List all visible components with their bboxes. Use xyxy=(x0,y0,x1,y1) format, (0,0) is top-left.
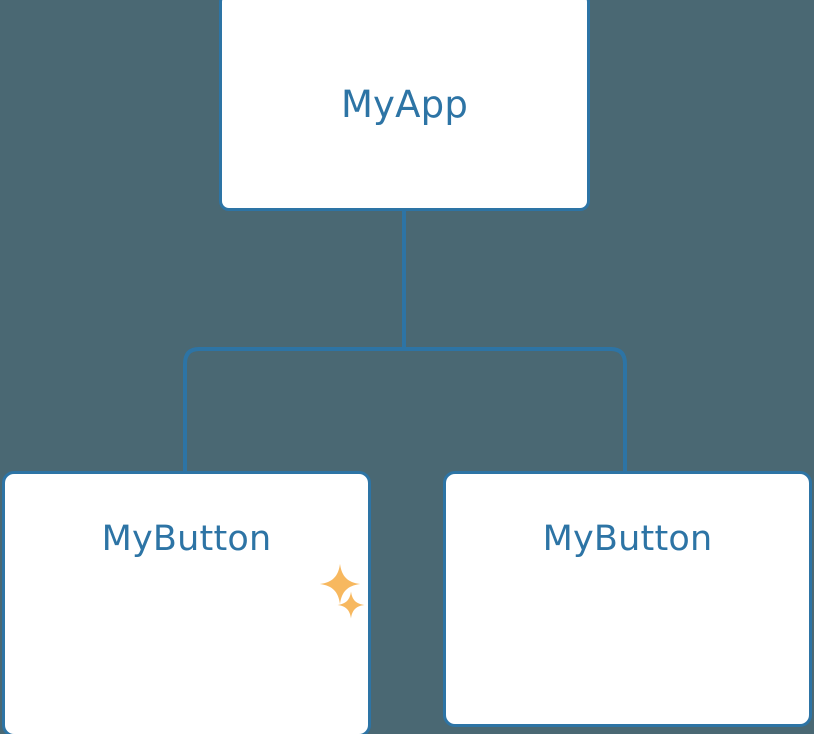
node-myapp[interactable]: MyApp xyxy=(219,0,590,211)
node-myapp-label: MyApp xyxy=(340,83,469,126)
sparkle-large-icon xyxy=(319,563,361,605)
node-mybutton-right[interactable] xyxy=(443,471,812,727)
node-mybutton-right-label: MyButton xyxy=(542,519,713,559)
sparkle-small-icon xyxy=(337,591,365,619)
edge-branch-right xyxy=(404,347,627,474)
node-mybutton-left[interactable] xyxy=(2,471,371,734)
edge-branch-left xyxy=(183,347,404,474)
node-mybutton-left-label: MyButton xyxy=(101,519,272,559)
